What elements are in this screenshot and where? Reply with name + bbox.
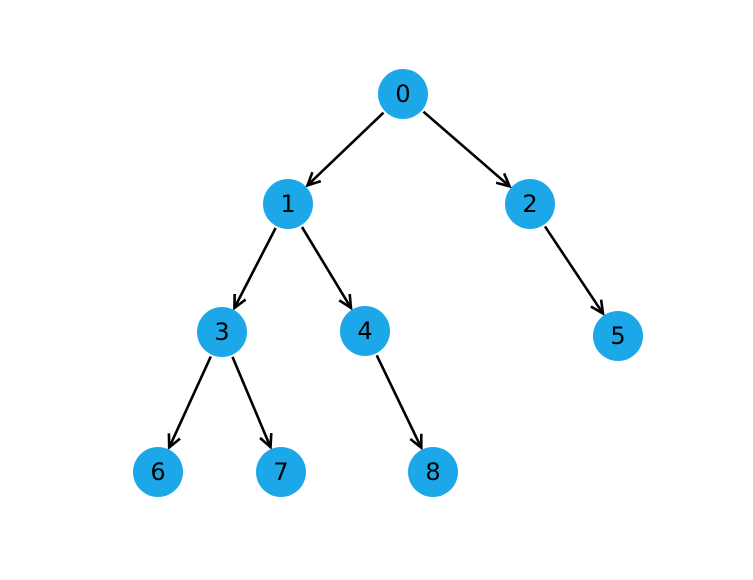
edge-2-5 [543, 225, 605, 316]
edge-shaft [300, 226, 353, 309]
node-circle [256, 447, 306, 497]
edge-shaft [233, 227, 277, 309]
arrowhead-icon [338, 293, 353, 311]
edge-shaft [543, 225, 605, 315]
edge-0-2 [422, 110, 512, 189]
tree-node-0: 0 [378, 69, 428, 119]
tree-node-1: 1 [263, 179, 313, 229]
edge-0-1 [305, 111, 385, 188]
node-circle [340, 306, 390, 356]
node-circle [408, 447, 458, 497]
node-label: 1 [280, 190, 295, 218]
arrowhead-icon [233, 293, 247, 311]
edge-shaft [375, 354, 423, 449]
edge-1-4 [300, 226, 353, 311]
node-label: 3 [214, 318, 229, 346]
arrowhead-icon [409, 433, 423, 451]
node-circle [263, 179, 313, 229]
arrowhead-icon [495, 172, 512, 189]
tree-node-6: 6 [133, 447, 183, 497]
arrowhead-icon [167, 433, 181, 451]
edge-3-7 [231, 356, 273, 450]
edges-layer [167, 110, 605, 451]
arrowhead-icon [590, 299, 605, 316]
node-label: 4 [357, 317, 372, 345]
node-circle [197, 307, 247, 357]
edge-shaft [422, 110, 511, 188]
tree-node-8: 8 [408, 447, 458, 497]
edge-4-8 [375, 354, 423, 451]
tree-node-5: 5 [593, 311, 643, 361]
node-label: 6 [150, 458, 165, 486]
tree-node-3: 3 [197, 307, 247, 357]
arrowhead-icon [305, 171, 322, 188]
tree-node-4: 4 [340, 306, 390, 356]
edge-shaft [168, 356, 212, 448]
edge-3-6 [167, 356, 212, 451]
tree-node-7: 7 [256, 447, 306, 497]
node-circle [378, 69, 428, 119]
nodes-layer: 0 1 2 3 4 5 6 7 8 [133, 69, 643, 497]
edge-shaft [231, 356, 272, 448]
node-circle [593, 311, 643, 361]
node-label: 5 [610, 322, 625, 350]
edge-shaft [306, 111, 385, 187]
tree-node-2: 2 [505, 179, 555, 229]
node-label: 2 [522, 190, 537, 218]
node-label: 0 [395, 80, 410, 108]
node-label: 7 [273, 458, 288, 486]
edge-1-3 [233, 227, 277, 311]
node-circle [505, 179, 555, 229]
arrowhead-icon [259, 433, 273, 450]
node-circle [133, 447, 183, 497]
node-label: 8 [425, 458, 440, 486]
